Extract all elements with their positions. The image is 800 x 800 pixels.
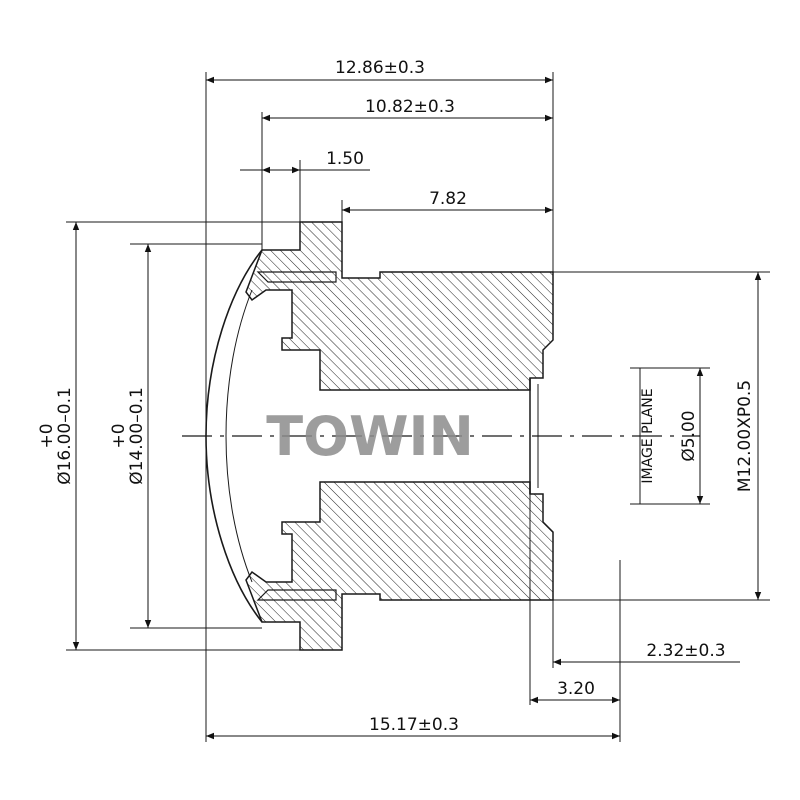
dim-outer-tol: +0	[37, 423, 57, 448]
dim-overall-bottom: 15.17±0.3	[369, 715, 459, 735]
dim-outer-diameter: Ø16.00–0.1	[55, 387, 75, 485]
dim-image-diameter: Ø5.00	[679, 410, 699, 461]
dim-thread: M12.00XP0.5	[735, 380, 755, 492]
lens-body-upper	[245, 221, 554, 391]
extension-lines	[66, 72, 770, 742]
dimension-lines	[72, 76, 762, 740]
watermark-logo: TOWIN	[266, 405, 474, 468]
label-image-plane: IMAGE PLANE	[640, 388, 656, 483]
front-lens-inner	[225, 289, 253, 583]
retainer-ring-upper	[256, 271, 337, 283]
dim-inner-diameter: Ø14.00–0.1	[127, 387, 147, 485]
dim-barrel-length: 7.82	[429, 189, 467, 209]
dim-back-focal: 2.32±0.3	[646, 641, 725, 661]
retainer-ring-lower	[256, 589, 337, 601]
lens-body-lower	[245, 481, 554, 651]
dim-inner-tol: +0	[109, 423, 129, 448]
dim-flange-focal: 3.20	[557, 679, 595, 699]
dim-flange: 1.50	[326, 149, 364, 169]
dim-second-top: 10.82±0.3	[365, 97, 455, 117]
dim-overall-top: 12.86±0.3	[335, 58, 425, 78]
